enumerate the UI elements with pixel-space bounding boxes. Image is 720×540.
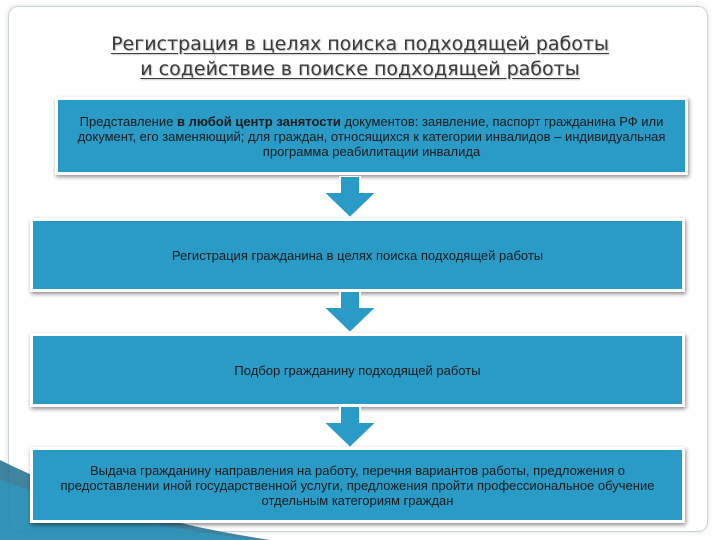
down-arrow-icon: [323, 291, 377, 333]
step-1-text-pre: Представление: [79, 113, 177, 129]
step-3-text: Подбор гражданину подходящей работы: [234, 362, 481, 378]
step-1-text-post: документов: заявление, паспорт гражданин…: [77, 113, 666, 159]
step-3-box: Подбор гражданину подходящей работы: [30, 333, 685, 407]
down-arrow-icon: [323, 406, 377, 448]
step-1-text: Представление в любой центр занятости до…: [68, 114, 675, 159]
step-4-box: Выдача гражданину направления на работу,…: [30, 447, 685, 523]
step-2-box: Регистрация гражданина в целях поиска по…: [30, 218, 685, 292]
step-4-text: Выдача гражданину направления на работу,…: [60, 462, 655, 508]
step-1-text-bold: в любой центр занятости: [176, 113, 341, 129]
down-arrow-icon: [323, 176, 377, 218]
page-title: Регистрация в целях поиска подходящей ра…: [60, 32, 660, 82]
title-line-2: и содействие в поиске подходящей работы: [140, 58, 580, 80]
step-1-box: Представление в любой центр занятости до…: [55, 97, 688, 175]
title-line-1: Регистрация в целях поиска подходящей ра…: [111, 33, 609, 55]
step-2-text: Регистрация гражданина в целях поиска по…: [171, 247, 544, 263]
